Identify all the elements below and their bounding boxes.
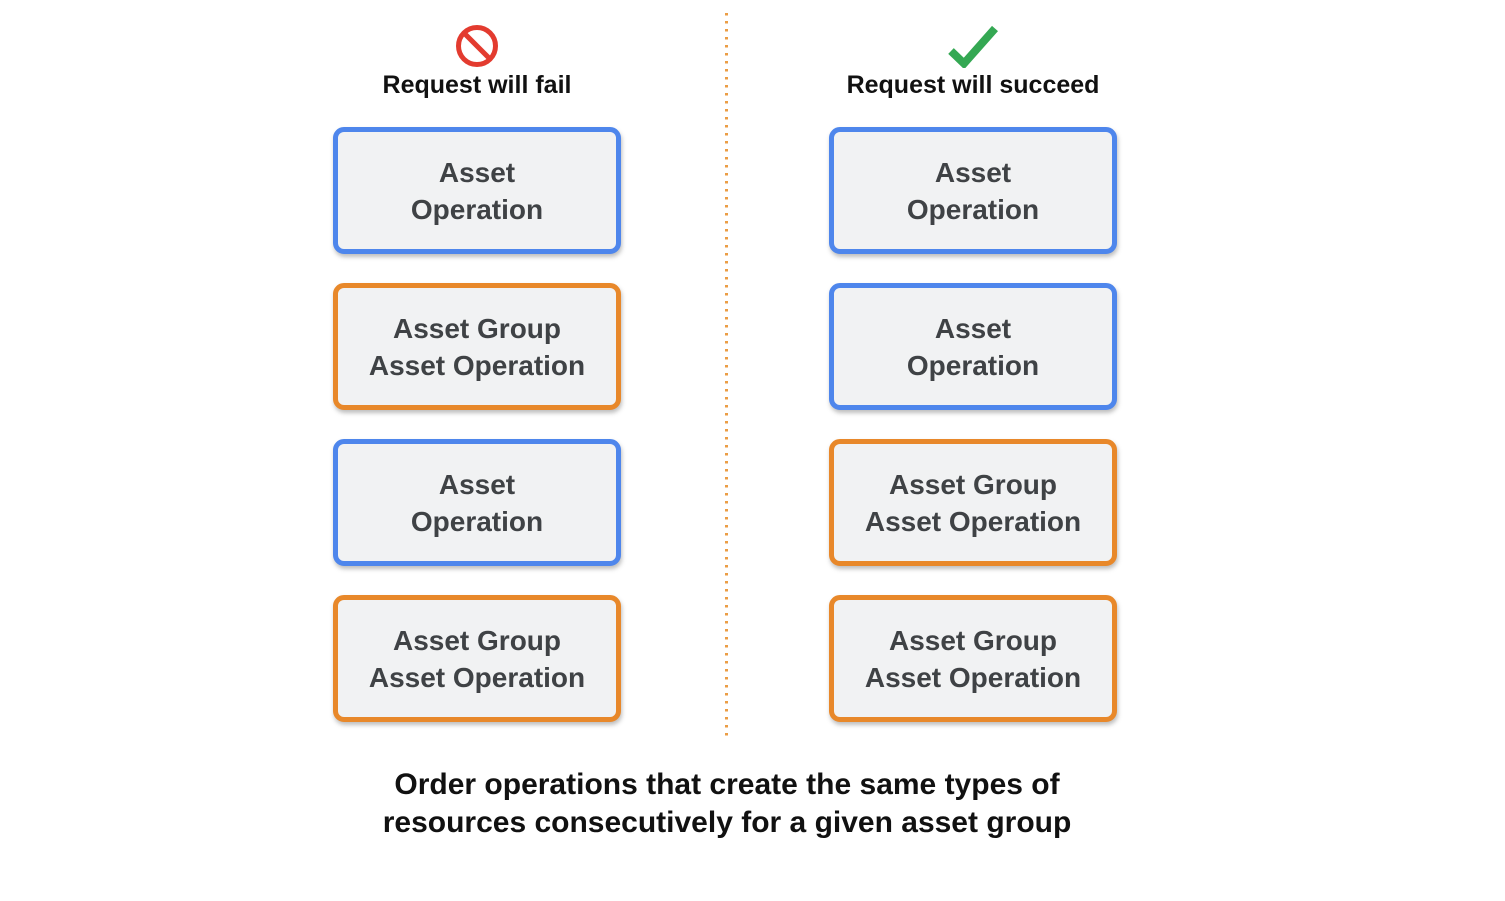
fail-column: Request will fail Asset Operation Asset … bbox=[333, 0, 621, 722]
succeed-column: Request will succeed Asset Operation Ass… bbox=[829, 0, 1117, 722]
asset-operation-box: Asset Operation bbox=[333, 439, 621, 566]
asset-group-asset-operation-box: Asset Group Asset Operation bbox=[829, 439, 1117, 566]
succeed-column-title: Request will succeed bbox=[846, 71, 1100, 99]
asset-operation-box: Asset Operation bbox=[829, 127, 1117, 254]
caption-line: resources consecutively for a given asse… bbox=[382, 806, 1072, 839]
asset-operation-box: Asset Operation bbox=[829, 283, 1117, 410]
box-label: Asset Group Asset Operation bbox=[864, 468, 1082, 537]
box-label: Asset Operation bbox=[906, 312, 1040, 381]
caption-line: Order operations that create the same ty… bbox=[394, 768, 1060, 801]
box-label: Asset Group Asset Operation bbox=[368, 312, 586, 381]
dotted-divider bbox=[725, 13, 728, 738]
checkmark-icon bbox=[945, 24, 1001, 68]
box-label: Asset Operation bbox=[410, 156, 544, 225]
no-entry-icon bbox=[455, 24, 499, 68]
box-label: Asset Group Asset Operation bbox=[864, 624, 1082, 693]
asset-operation-box: Asset Operation bbox=[333, 127, 621, 254]
asset-group-asset-operation-box: Asset Group Asset Operation bbox=[333, 595, 621, 722]
diagram-caption: Order operations that create the same ty… bbox=[327, 766, 1127, 842]
asset-group-asset-operation-box: Asset Group Asset Operation bbox=[333, 283, 621, 410]
box-label: Asset Operation bbox=[410, 468, 544, 537]
fail-column-title: Request will fail bbox=[382, 71, 572, 99]
box-label: Asset Operation bbox=[906, 156, 1040, 225]
asset-group-asset-operation-box: Asset Group Asset Operation bbox=[829, 595, 1117, 722]
box-label: Asset Group Asset Operation bbox=[368, 624, 586, 693]
